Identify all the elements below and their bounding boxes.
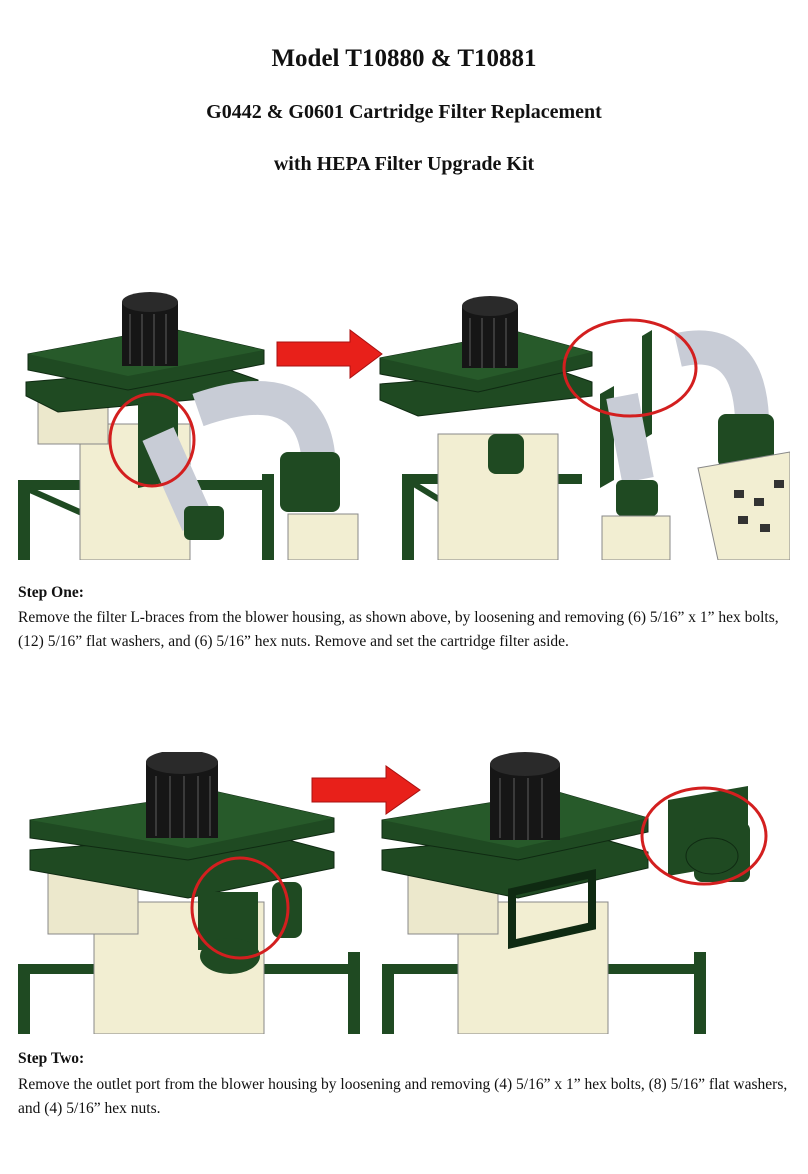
- callout-circle-icon: [640, 786, 768, 886]
- step-two-text: Remove the outlet port from the blower h…: [18, 1076, 788, 1117]
- arrow-right-icon: [276, 329, 383, 379]
- step-one-heading: Step One:: [18, 584, 84, 601]
- dust-collector-before: [18, 292, 359, 560]
- step-two-heading: Step Two:: [18, 1050, 85, 1067]
- page-subtitle-2: with HEPA Filter Upgrade Kit: [273, 153, 535, 175]
- page-subtitle: G0442 & G0601 Cartridge Filter Replaceme…: [206, 101, 602, 123]
- step-one-text: Remove the filter L-braces from the blow…: [18, 609, 779, 650]
- blower-housing-before: [18, 752, 360, 1034]
- callout-circle-icon: [190, 856, 290, 960]
- page-title: Model T10880 & T10881: [271, 45, 537, 72]
- step-two-figure: [18, 752, 768, 1034]
- arrow-right-icon: [311, 765, 421, 815]
- callout-circle-icon: [562, 318, 698, 418]
- callout-circle-icon: [108, 392, 196, 488]
- dust-collector-after: [379, 296, 790, 560]
- step-one-figure: [18, 292, 790, 560]
- blower-housing-after: [381, 752, 768, 1034]
